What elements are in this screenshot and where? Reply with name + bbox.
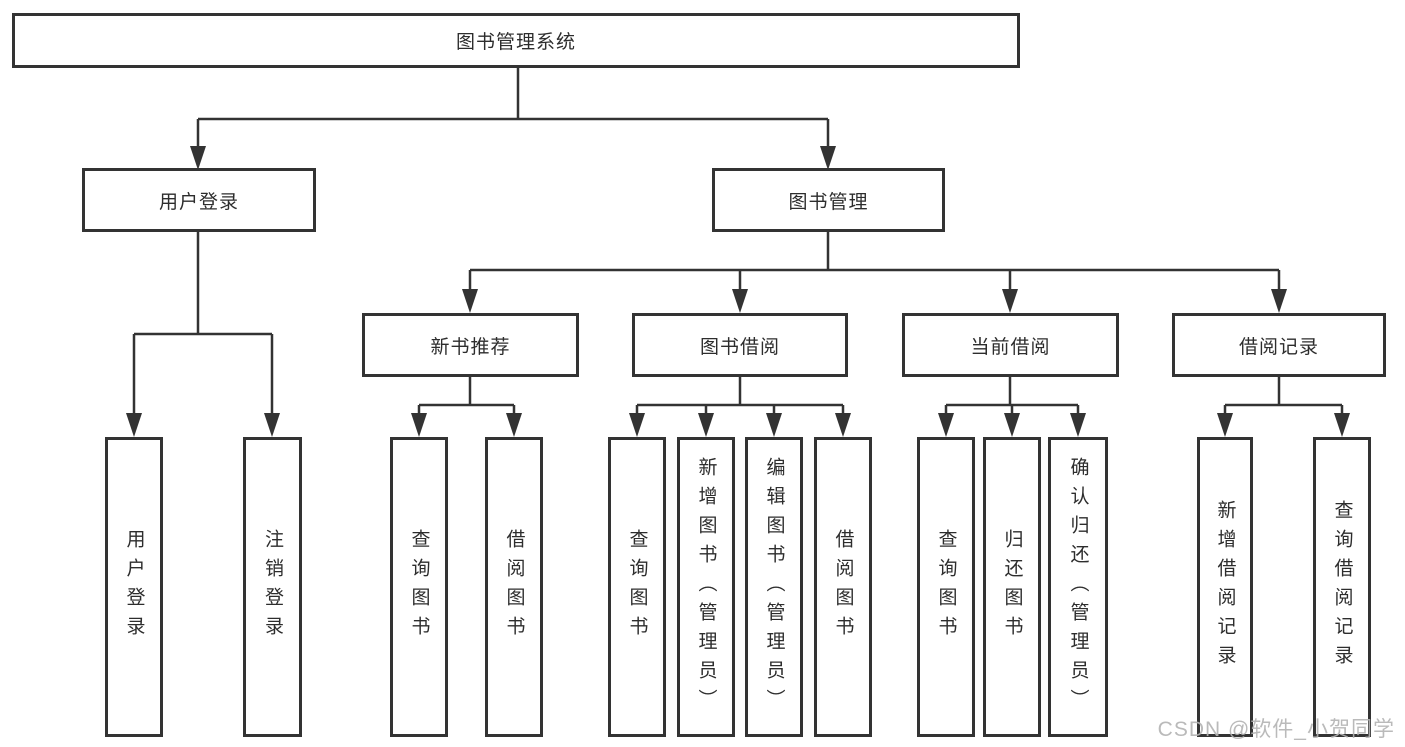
node-label: 查询图书 [626, 529, 648, 645]
node-book-management: 图书管理 [712, 168, 945, 232]
node-leaf-query-books-2: 查询图书 [608, 437, 666, 737]
node-label: 新增借阅记录 [1214, 500, 1236, 674]
node-leaf-add-borrow-record: 新增借阅记录 [1197, 437, 1253, 737]
node-label: 查询图书 [408, 529, 430, 645]
node-library-management-system: 图书管理系统 [12, 13, 1020, 68]
node-label: 图书管理系统 [455, 32, 576, 53]
node-label: 借阅图书 [503, 529, 525, 645]
node-leaf-add-books-admin: 新增图书（管理员） [677, 437, 735, 737]
node-current-borrowing: 当前借阅 [902, 313, 1119, 377]
node-leaf-user-login: 用户登录 [105, 437, 163, 737]
node-label: 用户登录 [123, 529, 145, 645]
node-label: 新增图书（管理员） [695, 456, 717, 718]
node-label: 查询图书 [935, 529, 957, 645]
node-leaf-borrow-books-1: 借阅图书 [485, 437, 543, 737]
node-leaf-return-books: 归还图书 [983, 437, 1041, 737]
node-label: 注销登录 [262, 529, 283, 645]
node-leaf-confirm-return-admin: 确认归还（管理员） [1048, 437, 1108, 737]
node-label: 归还图书 [1001, 529, 1023, 645]
node-leaf-logout: 注销登录 [243, 437, 302, 737]
node-leaf-query-books-1: 查询图书 [390, 437, 448, 737]
node-user-login: 用户登录 [82, 168, 316, 232]
node-label: 用户登录 [158, 191, 239, 213]
node-leaf-query-borrow-record: 查询借阅记录 [1313, 437, 1371, 737]
node-label: 图书借阅 [699, 336, 780, 358]
node-leaf-borrow-books-2: 借阅图书 [814, 437, 872, 737]
node-borrowing-records: 借阅记录 [1172, 313, 1386, 377]
node-book-borrowing: 图书借阅 [632, 313, 848, 377]
node-label: 图书管理 [788, 191, 869, 213]
arrowhead-icons [126, 146, 1350, 437]
csdn-watermark: CSDN @软件_小贺同学 [1157, 718, 1395, 741]
node-label: 当前借阅 [970, 336, 1051, 358]
node-leaf-query-books-3: 查询图书 [917, 437, 975, 737]
node-label: 新书推荐 [430, 336, 511, 358]
node-label: 借阅记录 [1238, 336, 1319, 358]
node-label: 查询借阅记录 [1331, 500, 1353, 674]
node-leaf-edit-books-admin: 编辑图书（管理员） [745, 437, 803, 737]
node-new-book-recommendation: 新书推荐 [362, 313, 579, 377]
node-label: 借阅图书 [832, 529, 854, 645]
node-label: 确认归还（管理员） [1067, 456, 1089, 718]
node-label: 编辑图书（管理员） [763, 456, 785, 718]
